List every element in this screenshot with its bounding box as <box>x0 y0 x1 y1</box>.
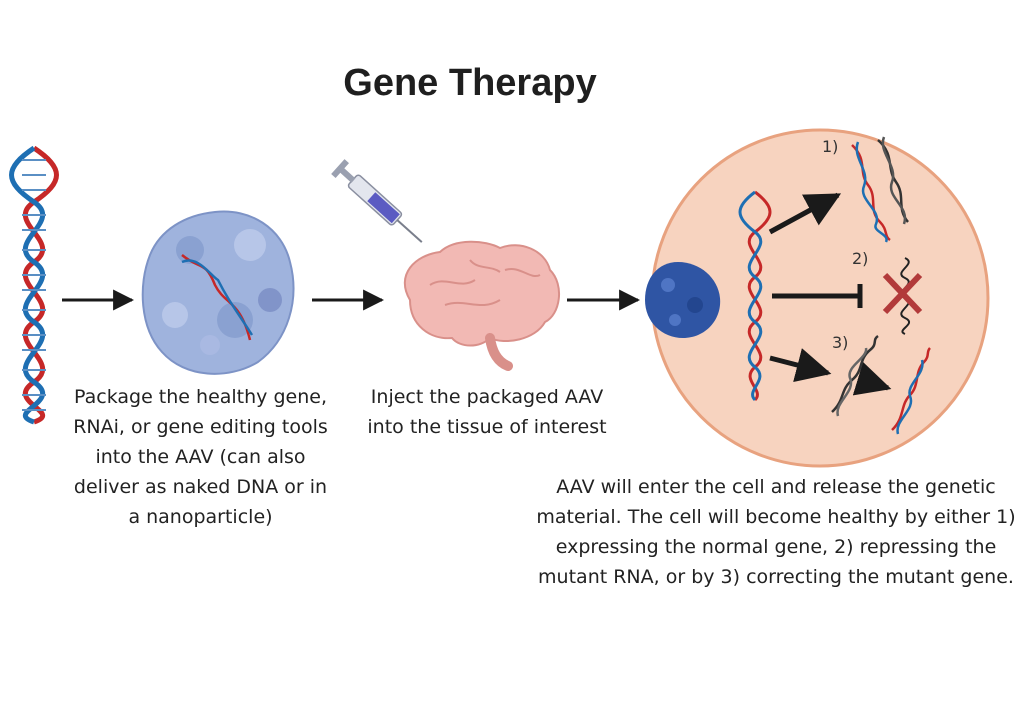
corrected-dna-icon <box>891 347 931 435</box>
repress-bar <box>772 284 863 308</box>
aav-entering-icon <box>645 262 721 338</box>
arrow-outcome-1 <box>768 192 842 235</box>
arrow-outcome-3 <box>769 348 832 383</box>
step-caption-release: AAV will enter the cell and release the … <box>536 476 1016 588</box>
dna-helix-icon <box>9 145 59 425</box>
x-mark-icon <box>882 272 923 315</box>
outcome-label-2: 2) <box>852 249 868 268</box>
step-caption-inject: Inject the packaged AAV into the tissue … <box>367 386 607 438</box>
aav-particle-icon <box>141 210 295 375</box>
step-caption-package: Package the healthy gene, RNAi, or gene … <box>73 386 328 528</box>
page-title: Gene Therapy <box>343 62 597 104</box>
released-dna-icon <box>738 190 772 402</box>
outcome-label-3: 3) <box>832 333 848 352</box>
mutant-dna-icon <box>831 334 879 417</box>
syringe-icon <box>331 159 423 243</box>
outcome-label-1: 1) <box>822 137 838 156</box>
brain-icon <box>403 240 561 371</box>
arrow-correction <box>852 362 892 396</box>
expressed-gene-icon <box>851 136 909 243</box>
